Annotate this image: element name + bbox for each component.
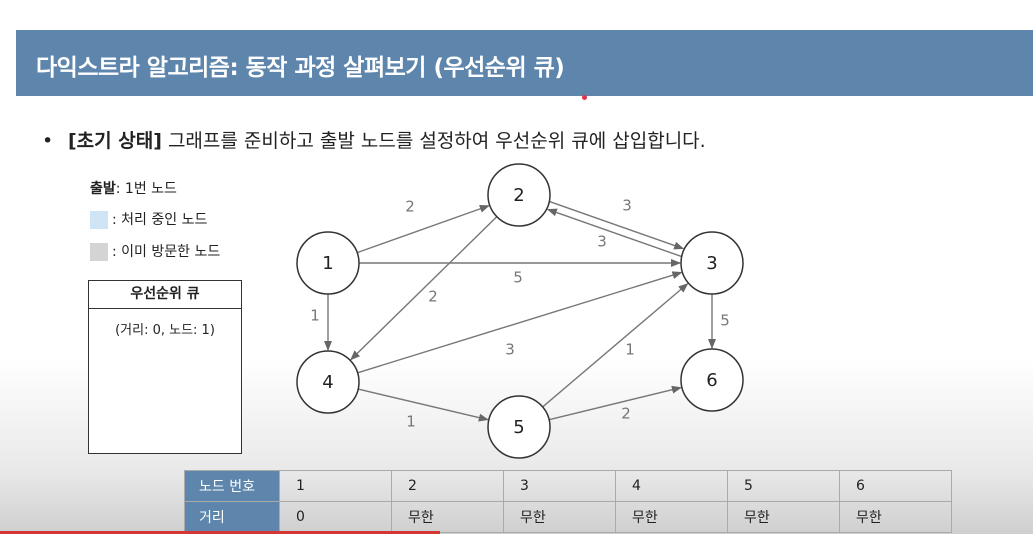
node-circle — [680, 231, 744, 295]
edge-2-3 — [549, 200, 685, 250]
title-bar: 다익스트라 알고리즘: 동작 과정 살펴보기 (우선순위 큐) — [16, 30, 1033, 96]
legend-start-bold: 출발 — [90, 181, 116, 197]
table-row: 거리 0 무한 무한 무한 무한 무한 — [184, 501, 952, 533]
node-4: 4 — [296, 350, 360, 414]
row-header-distance: 거리 — [184, 501, 280, 533]
edge-3-2 — [546, 208, 682, 258]
priority-queue-box: 우선순위 큐 (거리: 0, 노드: 1) — [88, 280, 242, 454]
table-cell: 2 — [391, 470, 504, 502]
node-circle — [487, 163, 551, 227]
node-label: 4 — [322, 372, 333, 393]
edges-layer: 2 5 1 3 2 3 5 3 1 1 2 — [310, 197, 730, 431]
legend-visited-label: : 이미 방문한 노드 — [112, 244, 221, 260]
edge-weight-label: 1 — [310, 307, 320, 325]
slide-title: 다익스트라 알고리즘: 동작 과정 살펴보기 (우선순위 큐) — [36, 55, 565, 81]
node-circle — [680, 348, 744, 412]
edge-weight-label: 2 — [428, 288, 438, 306]
edge-4-5 — [358, 388, 489, 422]
legend-processing: : 처리 중인 노드 — [90, 209, 207, 229]
edge-weight-label: 3 — [622, 197, 632, 215]
node-circle — [296, 350, 360, 414]
table-cell: 무한 — [839, 501, 952, 533]
table-cell: 5 — [727, 470, 840, 502]
table-cell: 3 — [503, 470, 616, 502]
bullet-text: 그래프를 준비하고 출발 노드를 설정하여 우선순위 큐에 삽입합니다. — [161, 130, 706, 152]
bullet-marker: • — [42, 130, 54, 152]
node-circle — [487, 395, 551, 459]
edge-5-6 — [548, 385, 682, 421]
node-3: 3 — [680, 231, 744, 295]
table-cell: 0 — [279, 501, 392, 533]
legend-start-rest: : 1번 노드 — [115, 181, 177, 197]
edge-weight-label: 3 — [597, 233, 607, 251]
edge-weight-label: 2 — [621, 405, 631, 423]
table-cell: 무한 — [503, 501, 616, 533]
node-label: 1 — [322, 253, 333, 274]
edge-weight-label: 5 — [720, 312, 730, 330]
node-label: 5 — [513, 417, 524, 438]
table-cell: 무한 — [615, 501, 728, 533]
table-cell: 4 — [615, 470, 728, 502]
laser-pointer-dot — [582, 95, 587, 100]
node-label: 6 — [706, 370, 717, 391]
node-label: 2 — [513, 185, 524, 206]
edge-weight-label: 2 — [405, 198, 415, 216]
table-row: 노드 번호 1 2 3 4 5 6 — [184, 470, 952, 502]
node-6: 6 — [680, 348, 744, 412]
edge-weight-label: 5 — [513, 269, 523, 287]
bullet-line: • [초기 상태] 그래프를 준비하고 출발 노드를 설정하여 우선순위 큐에 삽… — [42, 126, 706, 153]
row-header-node: 노드 번호 — [184, 470, 280, 502]
node-1: 1 — [296, 231, 360, 295]
bullet-bold-text: [초기 상태] — [68, 130, 162, 152]
distance-table: 노드 번호 1 2 3 4 5 6 거리 0 무한 무한 무한 무한 무한 — [184, 470, 952, 533]
edge-1-2 — [356, 204, 490, 254]
legend-start: 출발: 1번 노드 — [90, 178, 177, 198]
priority-queue-header: 우선순위 큐 — [89, 281, 241, 309]
legend-visited: : 이미 방문한 노드 — [90, 241, 220, 261]
priority-queue-item: (거리: 0, 노드: 1) — [115, 323, 215, 338]
nodes-layer: 1 2 3 4 5 6 — [296, 163, 744, 459]
node-5: 5 — [487, 395, 551, 459]
table-cell: 무한 — [391, 501, 504, 533]
table-cell: 6 — [839, 470, 952, 502]
edge-weight-label: 1 — [625, 341, 635, 359]
node-circle — [296, 231, 360, 295]
legend-processing-label: : 처리 중인 노드 — [112, 212, 208, 228]
table-cell: 1 — [279, 470, 392, 502]
table-cell: 무한 — [727, 501, 840, 533]
node-label: 3 — [706, 253, 717, 274]
node-2: 2 — [487, 163, 551, 227]
visited-swatch — [90, 243, 108, 261]
processing-swatch — [90, 211, 108, 229]
edge-4-3 — [357, 271, 683, 374]
video-progress-bar[interactable] — [0, 531, 440, 534]
edge-5-3 — [542, 283, 689, 408]
edge-2-4 — [350, 216, 498, 361]
edge-weight-label: 3 — [505, 341, 515, 359]
edge-weight-label: 1 — [406, 413, 416, 431]
